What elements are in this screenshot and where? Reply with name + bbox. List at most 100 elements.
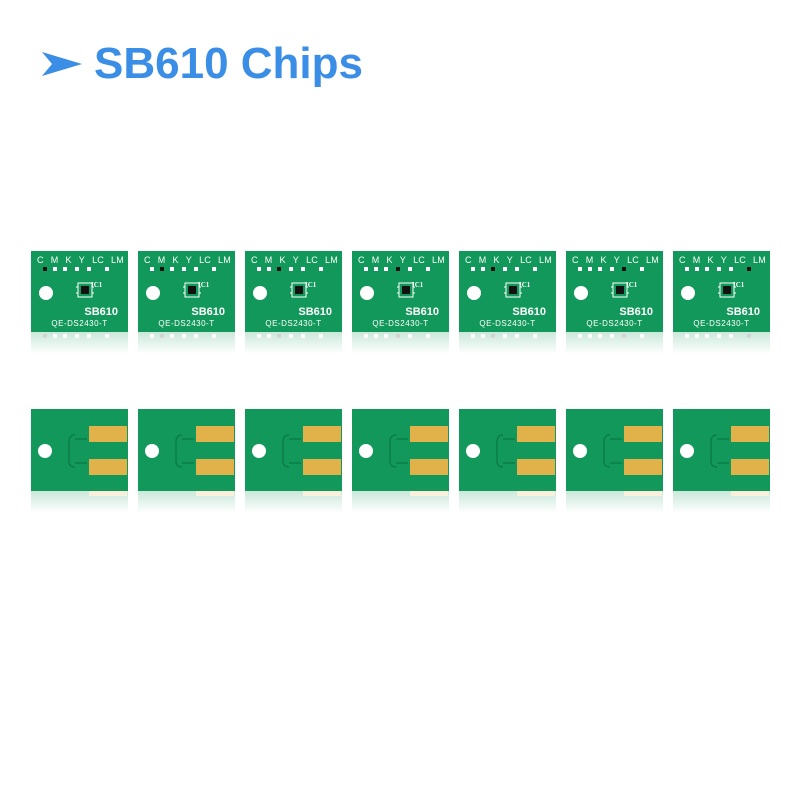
- ink-color-label: M: [157, 255, 166, 265]
- ink-color-label: Y: [720, 255, 727, 265]
- title-text: SB610 Chips: [94, 39, 363, 88]
- ink-color-label: LM: [111, 255, 124, 265]
- model-label: SB610: [619, 306, 653, 318]
- ic-label: IC1: [91, 281, 103, 289]
- back-chip: [352, 409, 449, 513]
- part-code-label: QE-DS2430-T: [372, 319, 429, 328]
- ink-color-label: M: [692, 255, 701, 265]
- chip-reflection: [459, 332, 556, 354]
- ink-color-label: LM: [325, 255, 338, 265]
- ink-color-label: LM: [539, 255, 552, 265]
- ink-color-label: C: [572, 255, 579, 265]
- chip-board-back: [459, 409, 556, 491]
- ink-color-label: M: [50, 255, 59, 265]
- chip-reflection: [566, 491, 663, 513]
- back-chip: [245, 409, 342, 513]
- model-label: SB610: [405, 306, 439, 318]
- ink-color-label: LC: [734, 255, 746, 265]
- ink-color-label: K: [65, 255, 72, 265]
- page-title: SB610 Chips: [40, 36, 363, 92]
- ink-color-label: K: [600, 255, 607, 265]
- ink-color-label: Y: [613, 255, 620, 265]
- ic-label: IC1: [626, 281, 638, 289]
- arrow-right-icon: [40, 49, 84, 79]
- ink-color-label: M: [264, 255, 273, 265]
- part-code-label: QE-DS2430-T: [51, 319, 108, 328]
- chip-reflection: [138, 332, 235, 354]
- ink-color-label: LC: [520, 255, 532, 265]
- chip-reflection: [245, 332, 342, 354]
- chip-reflection: [459, 491, 556, 513]
- ink-color-label: C: [465, 255, 472, 265]
- ink-color-label: C: [358, 255, 365, 265]
- chip-reflection: [245, 491, 342, 513]
- model-label: SB610: [298, 306, 332, 318]
- ink-color-label: LM: [646, 255, 659, 265]
- ink-color-label: LM: [432, 255, 445, 265]
- back-chip: [673, 409, 770, 513]
- ink-color-label: Y: [78, 255, 85, 265]
- chip-reflection: [352, 332, 449, 354]
- part-code-label: QE-DS2430-T: [586, 319, 643, 328]
- part-code-label: QE-DS2430-T: [265, 319, 322, 328]
- chip-board-back: [352, 409, 449, 491]
- ic-label: IC1: [412, 281, 424, 289]
- ic-label: IC1: [519, 281, 531, 289]
- back-chip: [566, 409, 663, 513]
- ink-color-label: M: [371, 255, 380, 265]
- chip-reflection: [673, 491, 770, 513]
- ink-color-label: LM: [218, 255, 231, 265]
- ink-color-label: LM: [753, 255, 766, 265]
- part-code-label: QE-DS2430-T: [479, 319, 536, 328]
- back-chip: [459, 409, 556, 513]
- chip-board-back: [245, 409, 342, 491]
- model-label: SB610: [84, 306, 118, 318]
- ink-color-label: K: [279, 255, 286, 265]
- chip-reflection: [352, 491, 449, 513]
- chip-board-back: [566, 409, 663, 491]
- chip-board-back: [31, 409, 128, 491]
- chip-reflection: [31, 491, 128, 513]
- chip-reflection: [566, 332, 663, 354]
- ink-color-label: Y: [185, 255, 192, 265]
- back-chip: [31, 409, 128, 513]
- chip-reflection: [673, 332, 770, 354]
- ink-color-label: LC: [627, 255, 639, 265]
- ink-color-label: K: [493, 255, 500, 265]
- ink-color-label: LC: [92, 255, 104, 265]
- ink-color-label: Y: [506, 255, 513, 265]
- model-label: SB610: [191, 306, 225, 318]
- chip-board-back: [138, 409, 235, 491]
- chip-reflection: [138, 491, 235, 513]
- ic-label: IC1: [198, 281, 210, 289]
- ink-color-label: K: [707, 255, 714, 265]
- ink-color-label: K: [386, 255, 393, 265]
- part-code-label: QE-DS2430-T: [693, 319, 750, 328]
- ink-color-label: C: [679, 255, 686, 265]
- back-chip-row: [31, 409, 770, 513]
- ink-color-label: LC: [199, 255, 211, 265]
- chip-reflection: [31, 332, 128, 354]
- model-label: SB610: [512, 306, 546, 318]
- ink-color-label: C: [251, 255, 258, 265]
